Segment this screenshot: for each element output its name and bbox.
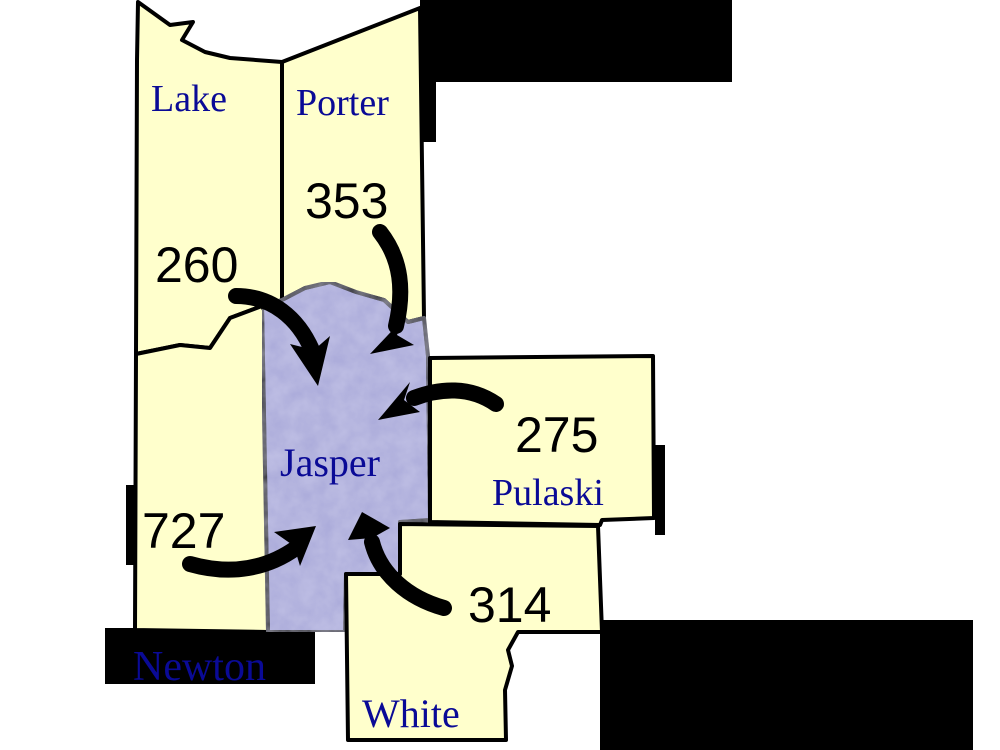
flow-arrow-newton (182, 526, 316, 578)
shadow-block (420, 80, 436, 142)
flow-arrow-pulaski (378, 382, 504, 420)
county-label-pulaski: Pulaski (492, 472, 604, 514)
county-label-jasper: Jasper (280, 440, 380, 485)
county-label-lake: Lake (151, 78, 227, 120)
shadow-block (655, 445, 665, 535)
flow-arrow-porter (370, 224, 414, 354)
flow-value-lake: 260 (155, 237, 239, 293)
flow-value-porter: 353 (305, 173, 389, 229)
county-label-white: White (362, 691, 460, 736)
shadow-block (420, 0, 732, 82)
flow-value-pulaski: 275 (515, 407, 599, 463)
flow-value-white: 314 (468, 577, 552, 633)
county-white (344, 522, 604, 742)
county-newton (133, 304, 270, 634)
flow-value-newton: 727 (142, 503, 226, 559)
shadow-block (600, 620, 973, 750)
county-label-porter: Porter (296, 82, 389, 124)
flow-arrow-lake (228, 288, 330, 386)
county-label-newton: Newton (133, 644, 266, 690)
shadow-block (126, 485, 134, 565)
shadow-block (105, 628, 315, 684)
flow-arrow-white (348, 512, 452, 616)
